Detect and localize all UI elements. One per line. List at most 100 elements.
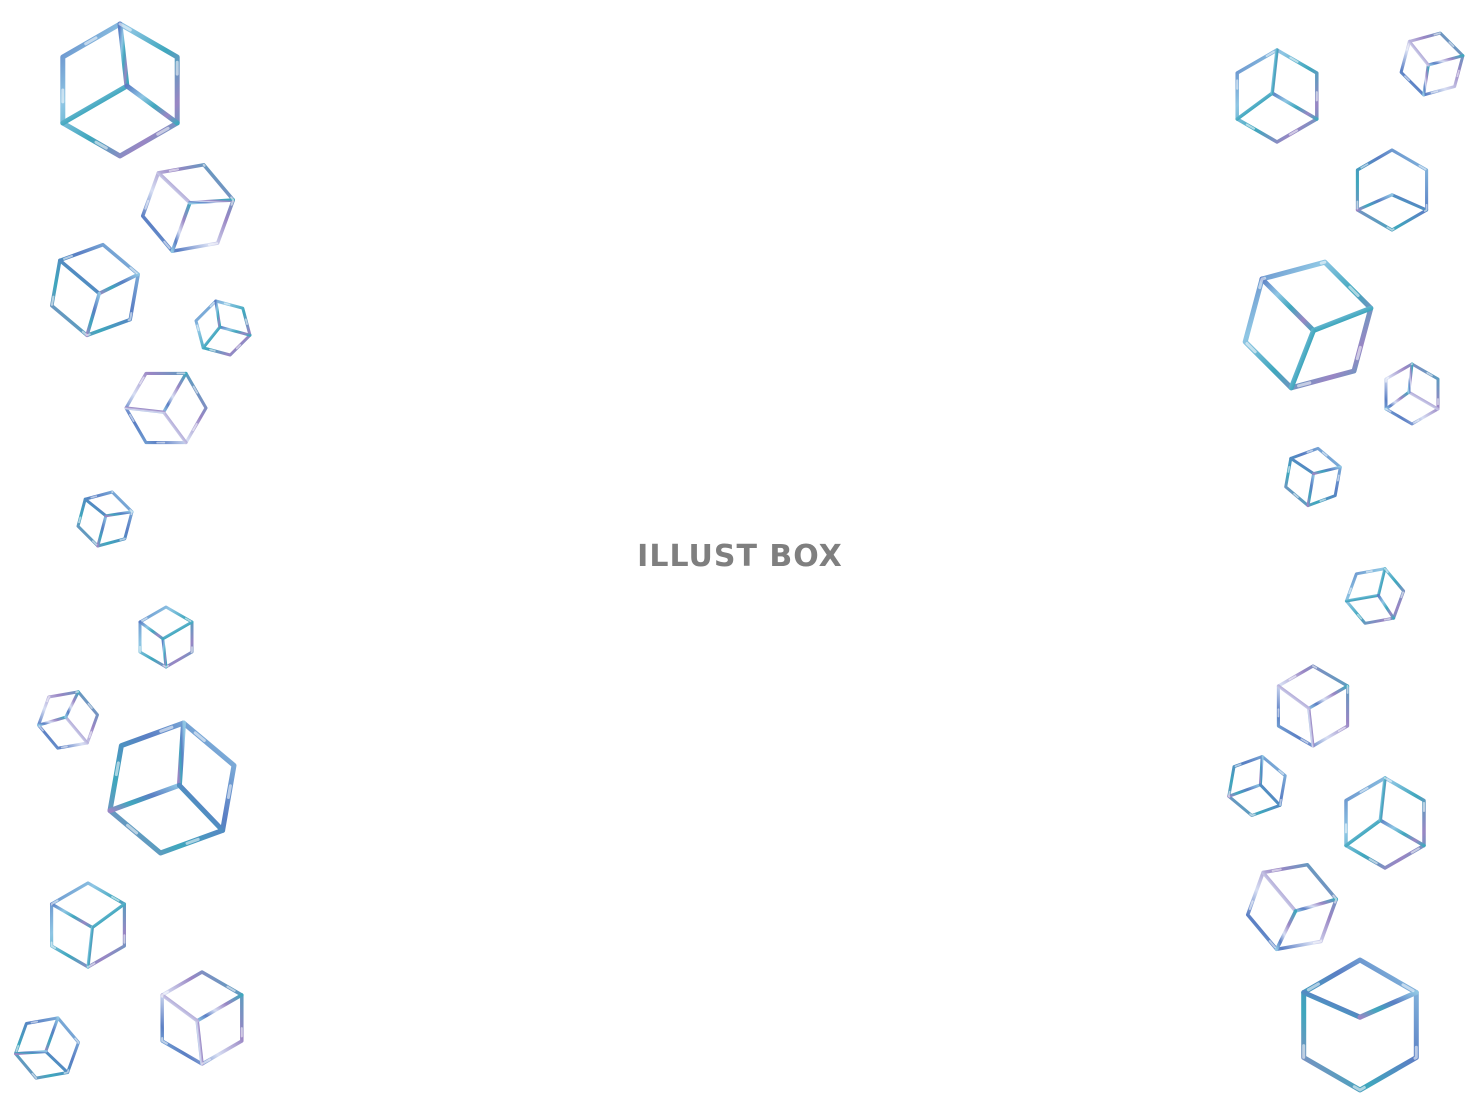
cube-edge <box>1235 91 1274 121</box>
cube-edge <box>214 299 222 329</box>
cube-highlight <box>1356 149 1428 231</box>
cube-highlight <box>1227 755 1287 817</box>
cube-outline-icon <box>140 163 236 253</box>
cube-outline-icon <box>1235 48 1319 144</box>
cube-edge <box>64 715 89 745</box>
cube-highlight <box>1302 958 1418 1092</box>
cube-outline-icon <box>1245 862 1339 952</box>
cube-edge <box>44 1016 60 1054</box>
cube-outline-icon <box>1227 755 1287 817</box>
cube-highlight <box>1246 863 1338 951</box>
cube-highlight <box>1277 665 1349 747</box>
cube-edge <box>138 620 165 641</box>
cube-edge <box>49 902 95 930</box>
cube-edge <box>1307 684 1350 710</box>
cube-edge <box>195 993 244 1023</box>
cube-outline-icon <box>1242 259 1374 391</box>
cube-edge <box>1344 593 1380 603</box>
cube-outline-icon <box>1344 776 1426 870</box>
cube-outline-icon <box>14 1016 80 1080</box>
cube-edge <box>218 325 252 337</box>
cube-edge <box>1276 684 1311 710</box>
cube-edge <box>170 201 192 253</box>
cube-edge <box>160 993 199 1023</box>
cube-edge <box>188 198 236 205</box>
cube-edge <box>1355 193 1394 212</box>
cube-outline-icon <box>1344 567 1406 625</box>
cube-edge <box>1293 897 1339 913</box>
cube-hexagon-outline <box>60 21 180 159</box>
cube-highlight <box>141 163 235 253</box>
cube-highlight <box>77 491 133 547</box>
cube-edge <box>1289 456 1316 476</box>
cube-edge <box>1311 305 1374 333</box>
cube-outline-icon <box>1276 664 1350 748</box>
cube-edge <box>86 925 95 969</box>
cube-edge <box>162 410 188 445</box>
cube-edge <box>96 514 108 548</box>
cube-edge <box>161 637 168 669</box>
cube-edge <box>1344 818 1383 848</box>
cube-hexagon-outline <box>1235 48 1319 144</box>
cube-edge <box>1407 390 1440 411</box>
cube-highlight <box>161 970 243 1066</box>
cube-edge <box>124 83 180 126</box>
cube-edge <box>1376 593 1396 620</box>
cube-outline-icon <box>1284 446 1342 508</box>
cube-highlight <box>1243 260 1373 390</box>
cube-outline-icon <box>138 605 194 669</box>
cube-outline-icon <box>1301 957 1419 1093</box>
cube-edge <box>97 272 140 296</box>
cube-outline-icon <box>124 371 208 445</box>
cube-edge <box>1407 362 1414 394</box>
cube-outline-icon <box>1384 362 1440 426</box>
cube-edge <box>1270 91 1319 121</box>
cube-edge <box>1261 870 1298 913</box>
cube-outline-icon <box>76 490 134 548</box>
cube-edge <box>1390 193 1429 212</box>
cube-edge <box>1312 465 1342 476</box>
cube-edge <box>1274 909 1298 952</box>
cube-edge <box>107 782 182 814</box>
cube-edge <box>161 620 194 641</box>
cube-edge <box>104 510 134 518</box>
cube-edge <box>90 902 127 930</box>
cube-edge <box>1288 328 1316 391</box>
cube-edge <box>1301 990 1363 1020</box>
cube-edge <box>14 1050 48 1056</box>
cube-edge <box>1307 706 1315 748</box>
cube-edge <box>83 497 108 518</box>
cube-outline-icon <box>1399 31 1465 97</box>
cube-edge <box>1270 48 1279 95</box>
cube-edge <box>44 1050 70 1074</box>
cube-highlight <box>14 1017 80 1079</box>
cube-edge <box>1426 54 1465 67</box>
cube-outline-icon <box>1355 148 1429 232</box>
cube-edge <box>1378 776 1387 823</box>
cube-edge <box>124 406 166 414</box>
cube-edge <box>1258 755 1264 787</box>
cube-edge <box>60 83 130 126</box>
cube-edge <box>1306 472 1316 508</box>
cube-edge <box>156 171 192 205</box>
cube-highlight <box>1385 363 1439 425</box>
cube-edge <box>176 782 226 833</box>
cube-edge <box>64 690 80 719</box>
cube-edge <box>176 720 186 788</box>
cube-edge <box>1384 390 1411 411</box>
cube-edge <box>117 21 130 89</box>
cube-outline-icon <box>49 881 127 969</box>
cube-hexagon-outline <box>1344 776 1426 870</box>
cube-outline-icon <box>60 21 180 159</box>
cube-edge <box>201 325 222 350</box>
cube-edge <box>37 715 68 727</box>
cube-hexagon-outline <box>124 371 208 445</box>
cube-edge <box>85 291 101 338</box>
cube-edge <box>1259 276 1316 333</box>
cube-edge <box>1258 783 1282 807</box>
cube-highlight <box>50 243 140 337</box>
cube-edge <box>162 371 188 414</box>
cube-edge <box>1378 818 1426 848</box>
